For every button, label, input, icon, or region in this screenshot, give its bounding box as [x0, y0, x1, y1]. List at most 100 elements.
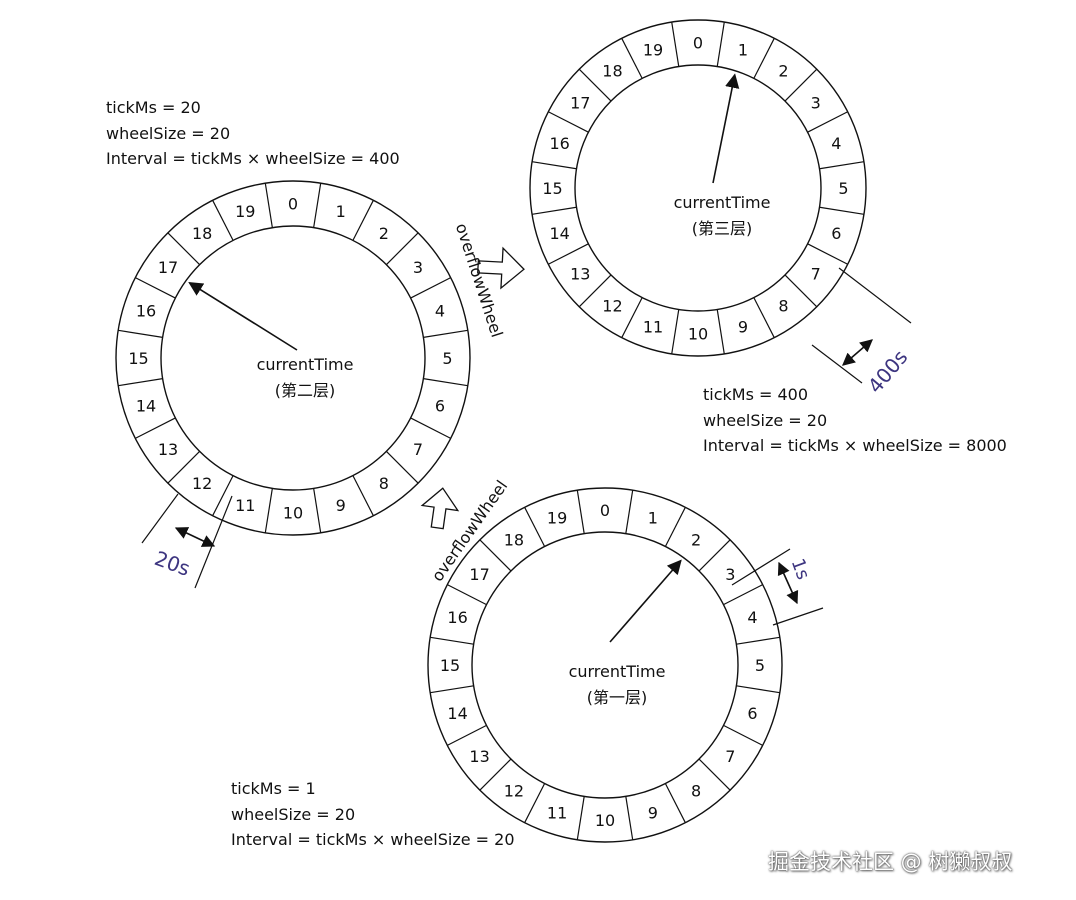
current-time-pointer — [712, 73, 740, 184]
slot-divider — [716, 309, 725, 355]
current-time-pointer — [188, 282, 298, 351]
slot-label: 19 — [643, 41, 663, 60]
span-label-layer2: 20s — [151, 546, 193, 581]
slot-label: 5 — [442, 349, 452, 368]
slot-divider — [819, 206, 865, 215]
current-time-label: currentTime — [674, 193, 771, 212]
slot-divider — [352, 475, 374, 516]
slot-label: 14 — [447, 704, 467, 723]
slot-divider — [819, 161, 865, 170]
wheel-inner-ring — [574, 64, 822, 312]
slot-label: 1 — [336, 202, 346, 221]
slot-divider — [410, 417, 451, 439]
slot-label: 8 — [778, 297, 788, 316]
slot-divider — [807, 111, 848, 133]
slot-divider — [447, 724, 487, 746]
slot-label: 7 — [811, 265, 821, 284]
slot-divider — [753, 297, 775, 338]
slot-divider — [410, 277, 451, 299]
slot-divider — [118, 329, 163, 338]
slot-divider — [723, 724, 763, 746]
slot-label: 13 — [469, 747, 489, 766]
span-boundary-line — [772, 607, 824, 626]
slot-divider — [698, 758, 731, 791]
slot-divider — [479, 758, 512, 791]
slot-label: 0 — [600, 501, 610, 520]
slot-divider — [784, 68, 818, 102]
slot-label: 7 — [413, 440, 423, 459]
slot-divider — [264, 183, 273, 228]
slot-divider — [524, 507, 546, 547]
slot-label: 8 — [379, 474, 389, 493]
slot-divider — [212, 200, 234, 241]
slot-divider — [671, 309, 680, 355]
wheel-inner-ring — [471, 531, 739, 799]
slot-divider — [385, 232, 419, 266]
param-tickms: tickMs = 1 — [231, 779, 316, 798]
slot-label: 11 — [547, 803, 567, 822]
slot-label: 10 — [283, 504, 303, 523]
slot-divider — [807, 243, 848, 265]
slot-label: 3 — [811, 93, 821, 112]
param-interval: Interval = tickMs × wheelSize = 400 — [106, 149, 400, 168]
span-marker-layer1: 1s — [777, 556, 814, 605]
slot-label: 6 — [831, 224, 841, 243]
span-arrow-layer3 — [842, 339, 873, 366]
param-tickms: tickMs = 400 — [703, 385, 809, 404]
span-arrow-layer2 — [174, 527, 216, 547]
slot-divider — [352, 200, 374, 241]
slot-divider — [423, 378, 468, 387]
slot-label: 18 — [504, 531, 524, 550]
param-wheelsize: wheelSize = 20 — [106, 123, 231, 143]
params-layer1: tickMs = 1 wheelSize = 20 Interval = tic… — [231, 776, 515, 853]
slot-label: 6 — [435, 397, 445, 416]
slot-divider — [664, 507, 686, 547]
slot-divider — [531, 161, 577, 170]
layer-label: (第三层) — [692, 219, 753, 238]
span-boundary-line — [838, 267, 912, 324]
slot-label: 4 — [747, 608, 757, 627]
slot-label: 4 — [435, 301, 445, 320]
slot-label: 14 — [136, 397, 156, 416]
slot-divider — [313, 488, 322, 533]
slot-label: 17 — [469, 565, 489, 584]
slot-divider — [621, 38, 643, 79]
slot-divider — [430, 636, 474, 645]
layer-label: (第一层) — [587, 688, 648, 707]
slot-label: 18 — [602, 61, 622, 80]
slot-label: 4 — [831, 134, 841, 153]
span-boundary-line — [811, 344, 863, 384]
slot-divider — [447, 584, 487, 606]
slot-divider — [135, 277, 176, 299]
params-layer3: tickMs = 400 wheelSize = 20 Interval = t… — [703, 382, 1007, 459]
slot-label: 0 — [693, 34, 703, 53]
span-boundary-line — [141, 493, 179, 544]
slot-label: 16 — [549, 134, 569, 153]
slot-label: 12 — [602, 297, 622, 316]
slot-divider — [548, 111, 589, 133]
span-arrow-layer1 — [777, 561, 799, 605]
current-time-label: currentTime — [257, 355, 354, 374]
slot-label: 3 — [725, 565, 735, 584]
slot-label: 8 — [691, 781, 701, 800]
slot-label: 3 — [413, 258, 423, 277]
slot-divider — [524, 783, 546, 823]
slot-label: 16 — [136, 301, 156, 320]
slot-divider — [479, 539, 512, 572]
slot-label: 10 — [595, 811, 615, 830]
watermark: 掘金技术社区 @ 树獭叔叔 — [768, 850, 1013, 874]
slot-label: 15 — [128, 349, 148, 368]
slot-divider — [548, 243, 589, 265]
current-time-label: currentTime — [569, 662, 666, 681]
slot-label: 2 — [778, 61, 788, 80]
slot-label: 19 — [235, 202, 255, 221]
slot-divider — [167, 232, 201, 266]
slot-label: 16 — [447, 608, 467, 627]
slot-divider — [313, 183, 322, 228]
slot-divider — [423, 329, 468, 338]
slot-divider — [671, 21, 680, 67]
wheel-inner-ring — [160, 225, 426, 491]
slot-label: 15 — [440, 656, 460, 675]
